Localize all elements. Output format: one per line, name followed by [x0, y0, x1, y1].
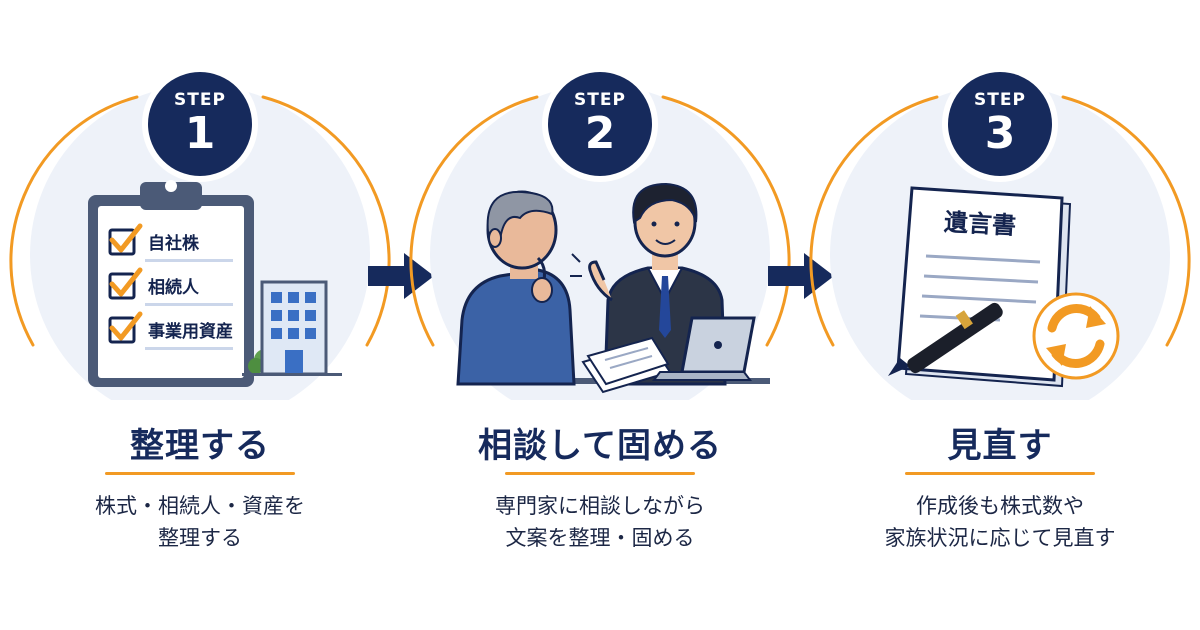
- step-1-title: 整理する: [130, 426, 270, 466]
- arrow-right-icon: [768, 253, 834, 299]
- step-1-underline: [105, 472, 295, 475]
- clipboard-icon: 自社株 相続人 事業用資産: [88, 180, 254, 387]
- step-3-underline: [905, 472, 1095, 475]
- step-3-badge-number: 3: [984, 108, 1016, 159]
- pen-icon: [888, 302, 1003, 376]
- step-3: 遺言書 STEP: [800, 0, 1200, 630]
- step-1-description: 株式・相続人・資産を 整理する: [0, 490, 400, 554]
- arrow-right-icon: [368, 253, 434, 299]
- checklist-item-1: 自社株: [148, 233, 200, 254]
- step-3-description-line-1: 作成後も株式数や: [916, 494, 1084, 518]
- clipboard-illustration: 自社株 相続人 事業用資産: [88, 180, 342, 387]
- step-1-badge-label: STEP: [174, 90, 226, 110]
- refresh-icon: [1032, 292, 1120, 380]
- step-1: 自社株 相続人 事業用資産 STEP 1 整理する: [0, 0, 400, 630]
- will-document-illustration: 遺言書: [888, 186, 1120, 388]
- consultation-icon: [456, 182, 770, 394]
- consultation-illustration: [456, 182, 770, 394]
- step-2: STEP 2 相談して固める 専門家に相談しながら 文案を整理・固める: [400, 0, 800, 630]
- step-1-badge-number: 1: [184, 108, 216, 159]
- step-2-badge: STEP 2: [548, 72, 652, 176]
- step-1-badge: STEP 1: [148, 72, 252, 176]
- step-2-badge-number: 2: [584, 108, 616, 159]
- checklist-item-3: 事業用資産: [148, 321, 233, 342]
- document-title: 遺言書: [943, 208, 1016, 240]
- checkbox-2: [108, 267, 233, 306]
- step-3-title: 見直す: [947, 426, 1053, 466]
- step-2-underline: [505, 472, 695, 475]
- building-icon: [242, 280, 342, 376]
- step-2-title: 相談して固める: [478, 426, 722, 466]
- step-2-description: 専門家に相談しながら 文案を整理・固める: [400, 490, 800, 554]
- step-1-description-line-2: 整理する: [158, 526, 242, 550]
- step-2-description-line-2: 文案を整理・固める: [505, 526, 695, 550]
- step-3-badge: STEP 3: [948, 72, 1052, 176]
- step-3-badge-label: STEP: [974, 90, 1026, 110]
- step-1-description-line-1: 株式・相続人・資産を: [95, 494, 305, 518]
- checkbox-1: [108, 223, 233, 262]
- step-2-description-line-1: 専門家に相談しながら: [495, 494, 705, 518]
- document-stack: [581, 336, 672, 394]
- step-3-description: 作成後も株式数や 家族状況に応じて見直す: [800, 490, 1200, 554]
- step-3-description-line-2: 家族状況に応じて見直す: [884, 526, 1116, 550]
- checklist-item-2: 相続人: [148, 277, 200, 298]
- step-2-badge-label: STEP: [574, 90, 626, 110]
- checkbox-3: [108, 311, 233, 350]
- laptop-icon: [652, 316, 756, 381]
